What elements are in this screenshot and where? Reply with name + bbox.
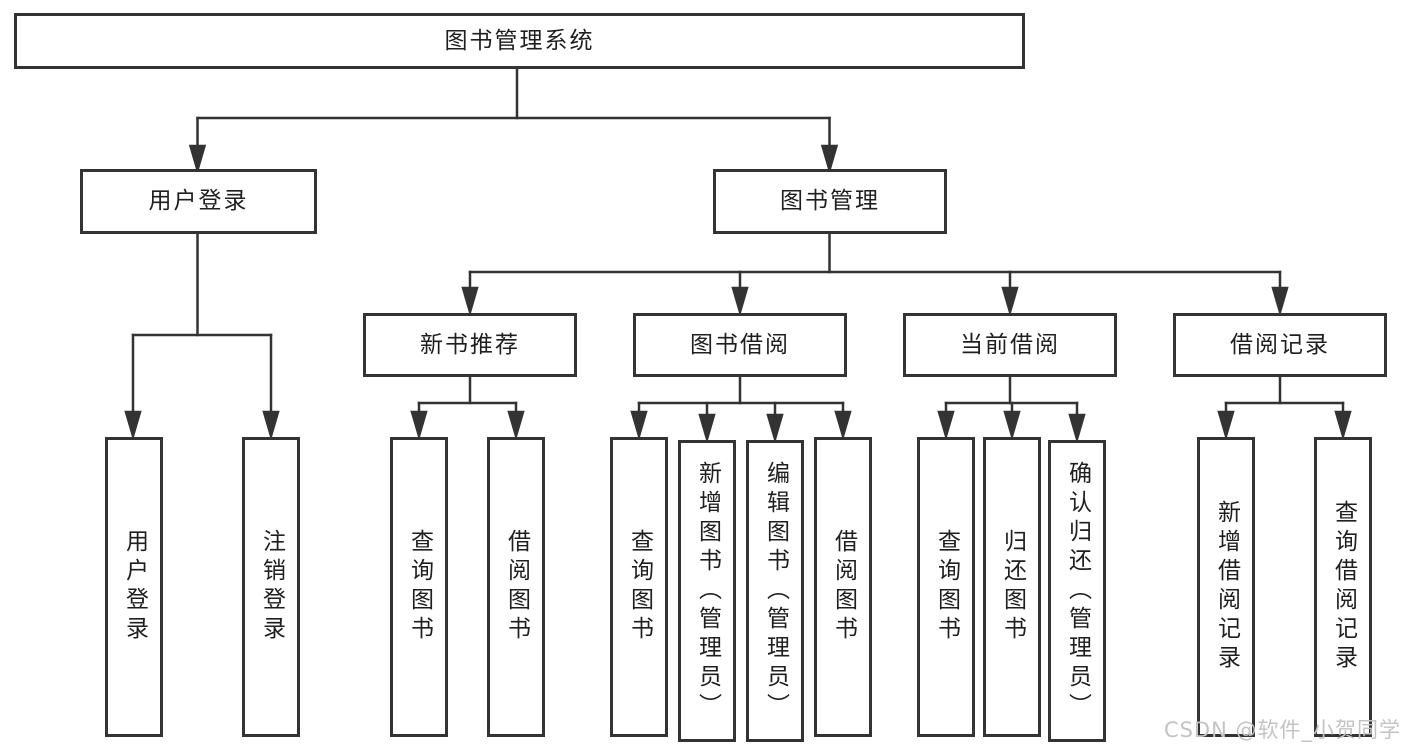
- leaf-query-books-current: 查询图书: [917, 437, 975, 737]
- node-root: 图书管理系统: [14, 13, 1025, 69]
- node-user-login-label: 用户登录: [148, 188, 249, 214]
- leaf-add-borrow-record-label: 新增借阅记录: [1213, 500, 1240, 674]
- csdn-watermark: CSDN @软件_小贺同学: [1163, 718, 1401, 742]
- node-current-borrowing: 当前借阅: [903, 313, 1117, 377]
- leaf-borrow-books-borrowing: 借阅图书: [814, 437, 872, 737]
- node-user-login: 用户登录: [80, 169, 317, 234]
- leaf-edit-book-admin: 编辑图书（管理员）: [746, 440, 804, 742]
- leaf-query-books-recommend: 查询图书: [390, 437, 448, 737]
- leaf-query-borrow-record: 查询借阅记录: [1314, 437, 1372, 737]
- leaf-confirm-return-admin: 确认归还（管理员）: [1048, 440, 1106, 742]
- node-new-book-recommend-label: 新书推荐: [420, 331, 520, 358]
- leaf-user-login-label: 用户登录: [121, 529, 148, 645]
- node-book-borrowing: 图书借阅: [633, 313, 847, 377]
- leaf-query-borrow-record-label: 查询借阅记录: [1330, 500, 1357, 674]
- leaf-borrow-books-recommend-label: 借阅图书: [503, 529, 530, 645]
- leaf-add-borrow-record: 新增借阅记录: [1197, 437, 1255, 737]
- leaf-return-books: 归还图书: [983, 437, 1041, 737]
- node-borrowing-records-label: 借阅记录: [1230, 331, 1330, 358]
- leaf-edit-book-admin-label: 编辑图书（管理员）: [762, 460, 789, 722]
- leaf-query-books-recommend-label: 查询图书: [406, 529, 433, 645]
- leaf-user-login: 用户登录: [105, 437, 163, 737]
- node-borrowing-records: 借阅记录: [1173, 313, 1387, 377]
- node-book-management: 图书管理: [713, 169, 947, 234]
- leaf-query-books-borrowing-label: 查询图书: [626, 529, 653, 645]
- leaf-return-books-label: 归还图书: [999, 529, 1026, 645]
- leaf-add-book-admin-label: 新增图书（管理员）: [694, 460, 721, 722]
- leaf-query-books-borrowing: 查询图书: [610, 437, 668, 737]
- leaf-borrow-books-recommend: 借阅图书: [487, 437, 545, 737]
- leaf-confirm-return-admin-label: 确认归还（管理员）: [1064, 460, 1091, 722]
- node-new-book-recommend: 新书推荐: [363, 313, 577, 377]
- leaf-add-book-admin: 新增图书（管理员）: [678, 440, 736, 742]
- node-book-borrowing-label: 图书借阅: [690, 331, 790, 358]
- leaf-query-books-current-label: 查询图书: [933, 529, 960, 645]
- node-book-management-label: 图书管理: [780, 188, 880, 214]
- leaf-logout-label: 注销登录: [258, 529, 285, 645]
- node-root-label: 图书管理系统: [444, 27, 595, 54]
- node-current-borrowing-label: 当前借阅: [960, 331, 1060, 358]
- leaf-borrow-books-borrowing-label: 借阅图书: [830, 529, 857, 645]
- leaf-logout: 注销登录: [242, 437, 300, 737]
